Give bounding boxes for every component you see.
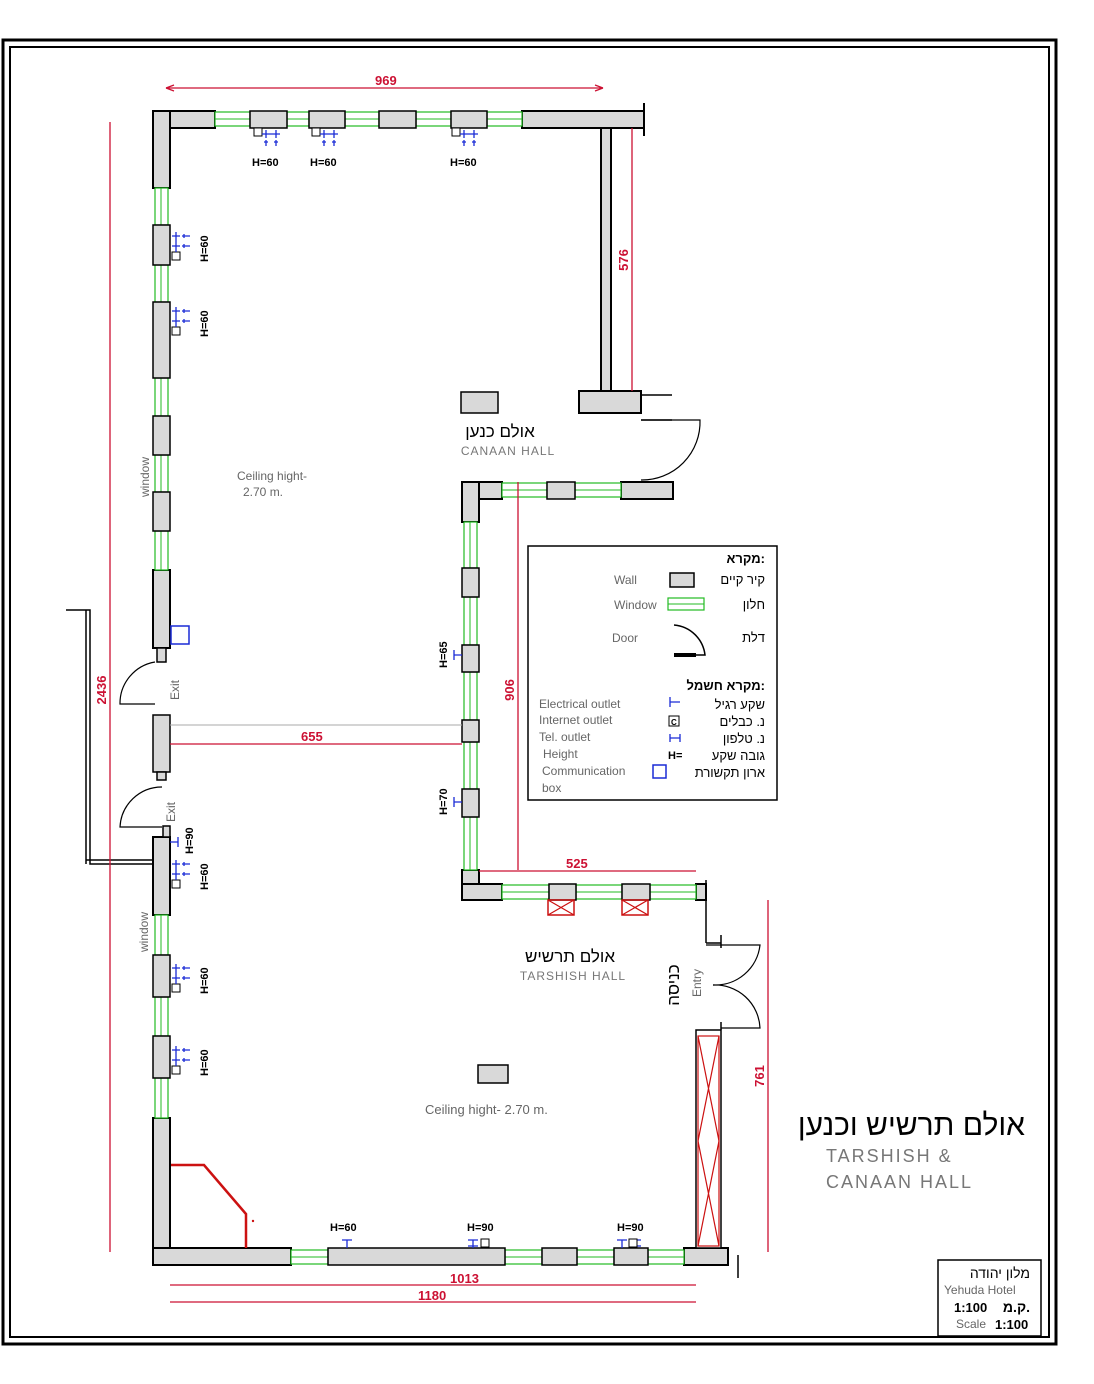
scale-he: ק.מ. (1003, 1299, 1030, 1315)
outlet-clusters: H=60 H=60 H=60 H=60 H=60 H=65 H=70 (170, 127, 644, 1248)
height-top-2: H=60 (310, 157, 337, 169)
legend-height-en: Height (543, 747, 578, 761)
height-left-4: H=60 (199, 967, 211, 994)
height-left-1: H=60 (199, 235, 211, 262)
window-label-1: window (138, 457, 152, 498)
ceiling-canaan-1: Ceiling hight- (237, 469, 307, 483)
height-top-3: H=60 (450, 157, 477, 169)
shaft-markers (171, 899, 720, 1248)
entry-door-top (706, 944, 761, 986)
ceiling-tarshish: Ceiling hight- 2.70 m. (425, 1102, 548, 1117)
room-labels: אולם כנען CANAAN HALL Ceiling hight- 2.7… (137, 422, 704, 1117)
doors (119, 419, 761, 1029)
legend-elec-title: מקרא חשמל: (687, 678, 765, 693)
title-block: מלון יהודה Yehuda Hotel ק.מ. 1:100 Scale… (937, 1259, 1042, 1337)
height-bot-3: H=90 (617, 1222, 644, 1234)
hotel-name-en: Yehuda Hotel (944, 1283, 1016, 1297)
legend-wall-symbol (669, 572, 695, 588)
legend-tel-en: Tel. outlet (539, 730, 591, 744)
title-en-2: CANAAN HALL (826, 1172, 973, 1192)
window-label-2: window (137, 912, 151, 953)
dimensions: 969 576 2436 655 906 525 761 1013 1180 (94, 73, 769, 1303)
piers (152, 110, 651, 1266)
legend-door-he: דלת (742, 630, 765, 645)
legend-comm-en-1: Communication (542, 764, 625, 778)
entry-label-en: Entry (690, 969, 704, 997)
legend-comm-symbol (652, 764, 667, 779)
exit-label-1: Exit (168, 679, 182, 700)
sheet-frame-outer (1, 38, 1058, 1346)
entry-door-bottom (712, 984, 761, 1029)
legend-window-en: Window (614, 598, 657, 612)
sheet-frame-inner (9, 46, 1050, 1338)
dim-525: 525 (566, 856, 588, 871)
legend-wall-en: Wall (614, 573, 637, 587)
legend-door-en: Door (612, 631, 638, 645)
legend-door-symbol (673, 624, 706, 656)
height-top-1: H=60 (252, 157, 279, 169)
canaan-door (640, 419, 701, 481)
height-bot-1: H=60 (330, 1222, 357, 1234)
column-canaan (460, 391, 499, 414)
dim-906: 906 (502, 679, 517, 701)
hotel-name-he: מלון יהודה (970, 1265, 1030, 1281)
height-left-90: H=90 (184, 827, 196, 854)
legend-tel-he: נ. טלפון (723, 731, 765, 746)
legend-title: מקרא: (726, 551, 765, 566)
legend-internet-symbol: C (671, 718, 677, 727)
height-mid-65: H=65 (438, 641, 450, 668)
dim-1013: 1013 (450, 1271, 479, 1286)
outer-line (66, 609, 153, 865)
legend-tel-symbol (669, 734, 681, 742)
legend-window-he: חלון (743, 597, 765, 612)
exit-door-2 (119, 786, 163, 828)
dim-2436: 2436 (94, 676, 109, 705)
dim-1180: 1180 (418, 1288, 446, 1303)
legend-height-he: גובה שקע (712, 748, 766, 763)
legend-internet-he: נ. כבלים (720, 714, 765, 729)
dim-576: 576 (616, 249, 631, 271)
title-en-1: TARSHISH & (826, 1146, 953, 1166)
communication-box (170, 625, 190, 645)
legend: מקרא: Wall קיר קיים Window חלון Door דלת… (527, 545, 778, 801)
exit-door-1 (119, 661, 156, 705)
legend-comm-en-2: box (542, 781, 561, 795)
legend-comm-he: ארון תקשורת (695, 765, 765, 780)
height-left-5: H=60 (199, 1049, 211, 1076)
canaan-label-en: CANAAN HALL (461, 444, 555, 458)
scale-label: Scale (956, 1317, 986, 1331)
title-he: אולם תרשיש וכנען (798, 1109, 1025, 1142)
legend-height-symbol: H= (668, 750, 682, 762)
tarshish-label-he: אולם תרשיש (525, 947, 615, 966)
canaan-label-he: אולם כנען (465, 422, 535, 441)
tarshish-label-en: TARSHISH HALL (520, 969, 626, 983)
column-tarshish (477, 1064, 509, 1084)
height-mid-70: H=70 (438, 788, 450, 815)
scale-value-2: 1:100 (995, 1317, 1028, 1332)
legend-internet-en: Internet outlet (539, 713, 613, 727)
legend-elec-en: Electrical outlet (539, 697, 621, 711)
legend-elec-symbol (669, 697, 680, 707)
ceiling-canaan-2: 2.70 m. (243, 485, 283, 499)
dim-655: 655 (301, 729, 323, 744)
dim-969: 969 (375, 73, 397, 88)
height-bot-2: H=90 (467, 1222, 494, 1234)
height-left-3: H=60 (199, 863, 211, 890)
entry-label-he: כניסה (664, 964, 683, 1005)
exit-label-2: Exit (164, 801, 178, 822)
legend-wall-he: קיר קיים (720, 572, 765, 587)
dim-761: 761 (752, 1065, 767, 1087)
height-left-2: H=60 (199, 310, 211, 337)
drawing-title: אולם תרשיש וכנען TARSHISH & CANAAN HALL (798, 1109, 1025, 1192)
scale-value-1: 1:100 (954, 1300, 987, 1315)
legend-elec-he: שקע רגיל (715, 697, 765, 712)
